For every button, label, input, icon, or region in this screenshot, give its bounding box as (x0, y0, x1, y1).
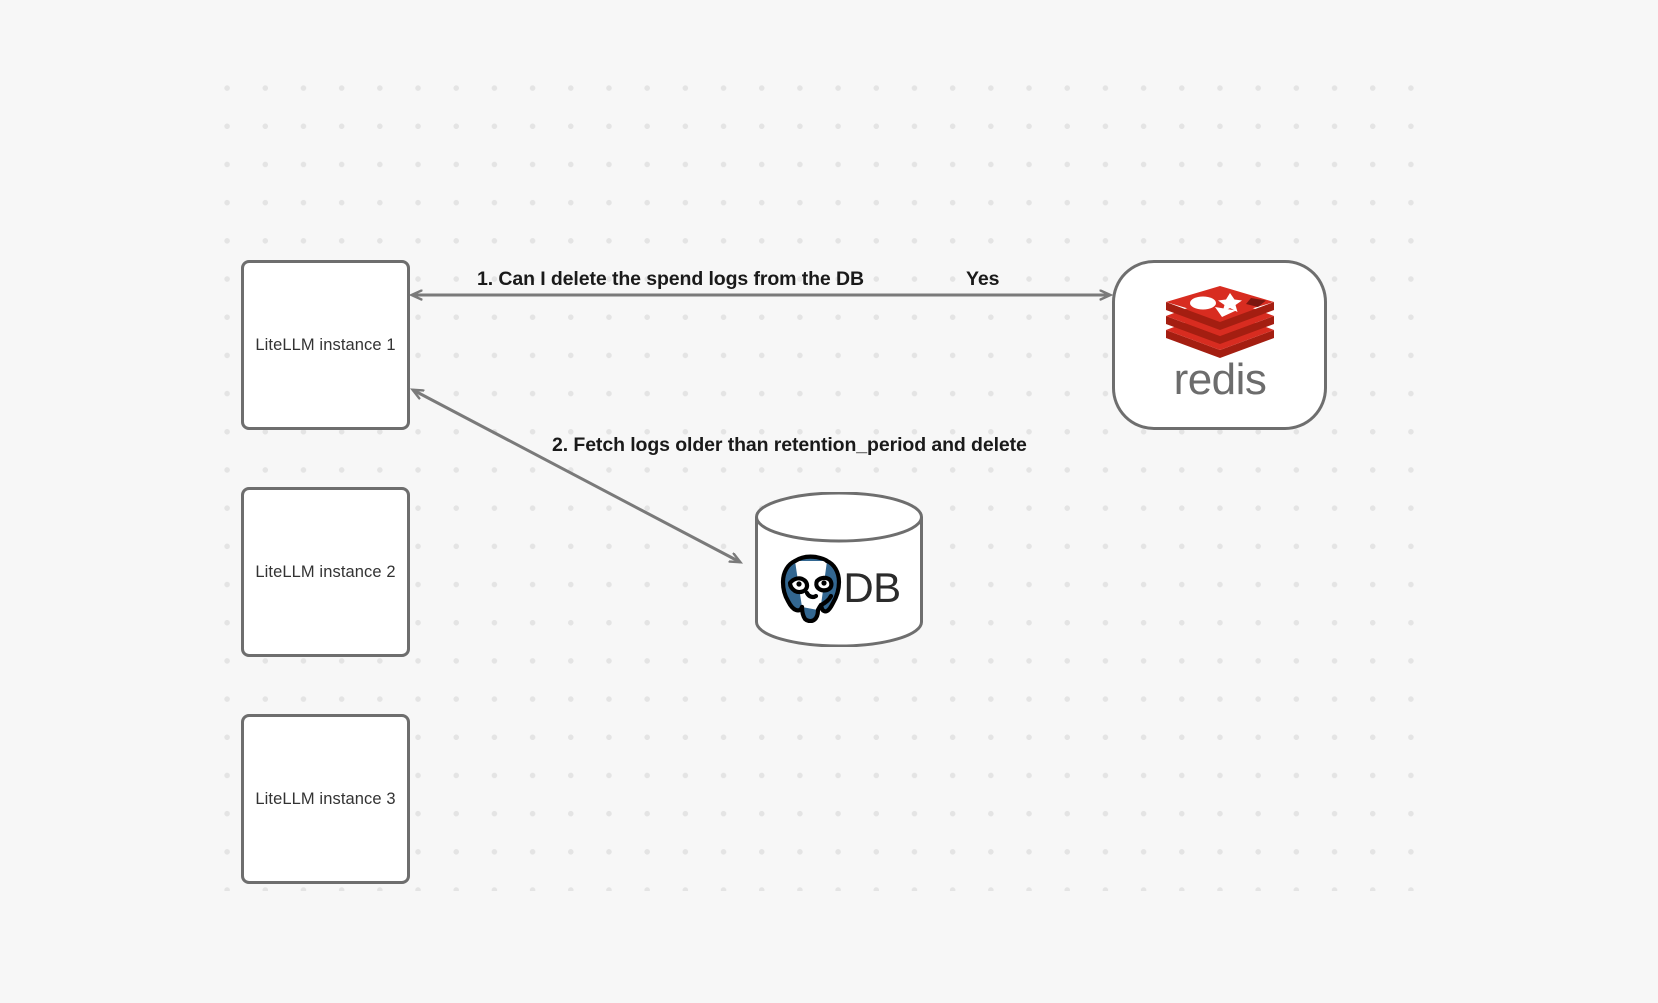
database-label: DB (843, 564, 901, 611)
node-database[interactable]: DB (753, 492, 925, 647)
node-label: LiteLLM instance 3 (255, 789, 396, 808)
edge-label-step-1: 1. Can I delete the spend logs from the … (477, 268, 864, 290)
edge-instance1-database (413, 390, 740, 562)
node-redis[interactable]: redis (1112, 260, 1327, 430)
postgresql-elephant-icon (781, 554, 842, 623)
svg-text:redis: redis (1173, 357, 1266, 404)
node-litellm-instance-2[interactable]: LiteLLM instance 2 (241, 487, 410, 657)
edge-label-step-2: 2. Fetch logs older than retention_perio… (552, 434, 1027, 456)
node-label: LiteLLM instance 2 (255, 562, 396, 581)
redis-logo-icon: redis (1149, 285, 1291, 405)
edge-label-step-1-answer: Yes (966, 268, 1000, 290)
node-label: LiteLLM instance 1 (255, 335, 396, 354)
node-litellm-instance-1[interactable]: LiteLLM instance 1 (241, 260, 410, 430)
node-litellm-instance-3[interactable]: LiteLLM instance 3 (241, 714, 410, 884)
